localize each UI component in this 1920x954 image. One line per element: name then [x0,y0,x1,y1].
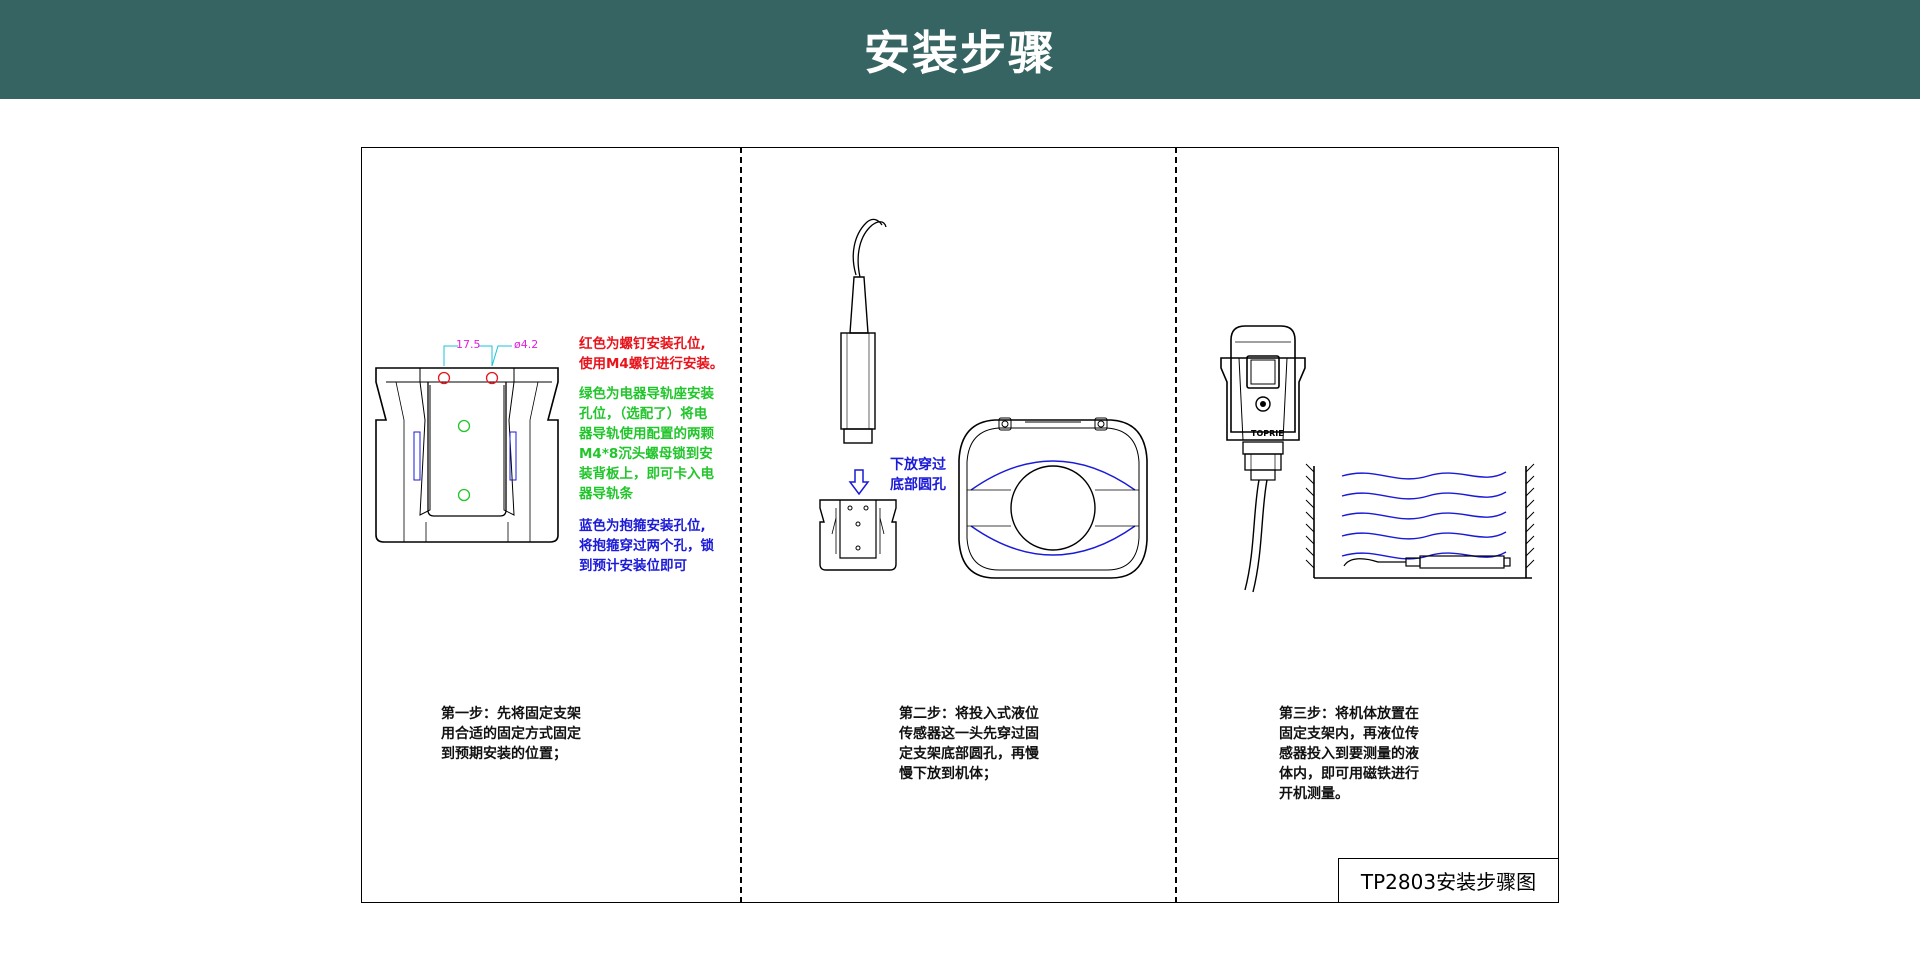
drawing-frame [361,147,1559,903]
panel-divider-1 [740,147,742,903]
page-header: 安装步骤 [0,0,1920,99]
dimension-hole-label: ø4.2 [514,338,539,351]
panel-divider-2 [1175,147,1177,903]
step2-caption: 第二步：将投入式液位 传感器这一头先穿过固 定支架底部圆孔，再慢 慢下放到机体； [899,706,1039,782]
dimension-spacing-label: 17.5 [456,338,481,351]
bracket-small-drawing [819,499,897,571]
liquid-tank-drawing [1305,463,1535,579]
note-clamp-holes: 蓝色为抱箍安装孔位, 将抱箍穿过两个孔，锁 到预计安装位即可 [579,518,714,574]
page-title: 安装步骤 [864,25,1056,80]
drawing-title-block: TP2803安装步骤图 [1338,858,1558,902]
device-mounted-drawing: TOPRIE [1220,325,1306,593]
drop-through-note: 下放穿过 底部圆孔 [890,457,946,493]
brand-label: TOPRIE [1251,429,1284,438]
probe-drawing [840,218,887,444]
step1-caption: 第一步：先将固定支架 用合适的固定方式固定 到预期安装的位置； [441,706,581,762]
note-rail-holes: 绿色为电器导轨座安装 孔位，（选配了）将电 器导轨使用配置的两颗 M4*8沉头螺… [579,386,714,502]
down-arrow-icon [848,469,870,496]
bracket-front-drawing [375,345,559,543]
note-screw-holes: 红色为螺钉安装孔位, 使用M4螺钉进行安装。 [579,336,724,372]
step3-caption: 第三步：将机体放置在 固定支架内，再液位传 感器投入到要测量的液 体内，即可用磁… [1279,706,1419,802]
bracket-top-view-drawing [958,417,1148,579]
